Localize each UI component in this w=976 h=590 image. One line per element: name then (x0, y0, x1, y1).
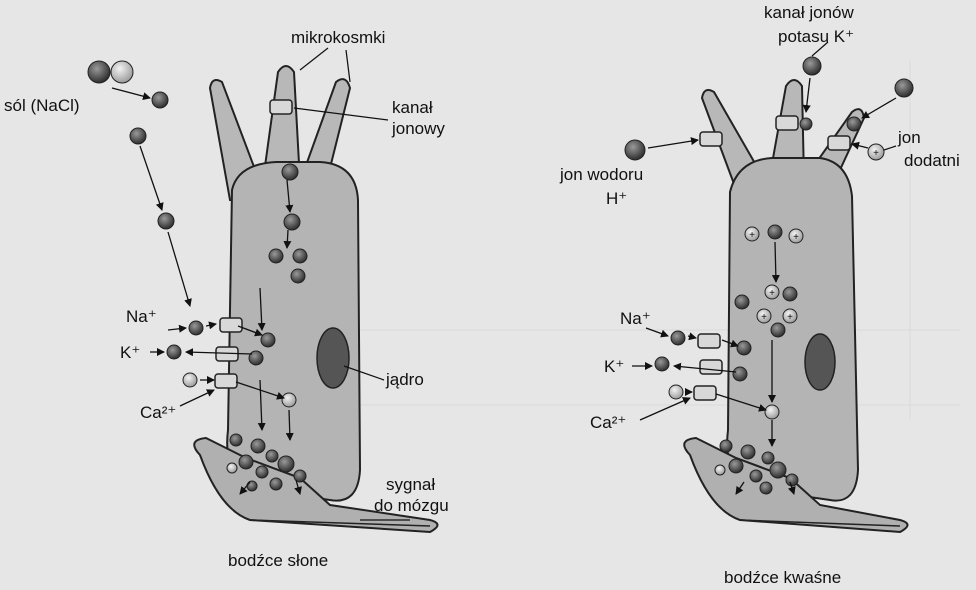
label-microvilli: mikrokosmki (291, 28, 385, 47)
svg-text:+: + (787, 312, 793, 323)
svg-text:+: + (749, 230, 755, 241)
right-na-channel (698, 334, 720, 348)
svg-text:+: + (793, 232, 799, 243)
label-hydrogen-ion-2: H⁺ (606, 189, 627, 208)
right-potassium-channel (776, 116, 798, 130)
label-positive-ion-1: jon (897, 128, 921, 147)
label-na-right: Na⁺ (620, 309, 651, 328)
left-top-ion-channel (270, 100, 292, 114)
label-salt: sól (NaCl) (4, 96, 80, 115)
left-nucleus (317, 328, 349, 388)
label-hydrogen-ion-1: jon wodoru (559, 165, 643, 184)
label-positive-ion-2: dodatni (904, 151, 960, 170)
svg-text:+: + (873, 148, 879, 159)
label-ca-left: Ca²⁺ (140, 403, 176, 422)
left-ca-channel (215, 374, 237, 388)
left-na-channel (220, 318, 242, 332)
svg-text:+: + (761, 312, 767, 323)
label-nucleus: jądro (385, 370, 424, 389)
label-potassium-channel-1: kanał jonów (764, 3, 855, 22)
label-k-right: K⁺ (604, 357, 624, 376)
label-ion-channel-2: jonowy (391, 119, 445, 138)
label-signal-2: do mózgu (374, 496, 449, 515)
label-potassium-channel-2: potasu K⁺ (778, 27, 854, 46)
label-signal-1: sygnał (386, 475, 435, 494)
label-ion-channel-1: kanał (392, 98, 433, 117)
label-ca-right: Ca²⁺ (590, 413, 626, 432)
label-salty: bodźce słone (228, 551, 328, 570)
right-nucleus (805, 334, 835, 390)
right-ca-channel (694, 386, 716, 400)
label-k-left: K⁺ (120, 343, 140, 362)
svg-text:+: + (769, 288, 775, 299)
label-na-left: Na⁺ (126, 307, 157, 326)
right-k-channel (700, 360, 722, 374)
right-hydrogen-channel (700, 132, 722, 146)
label-sour: bodźce kwaśne (724, 568, 841, 587)
right-positive-ion-channel (828, 136, 850, 150)
